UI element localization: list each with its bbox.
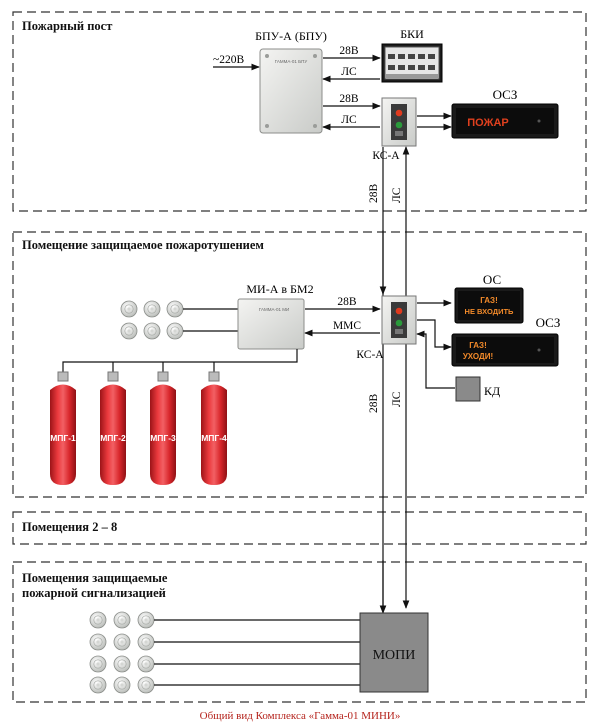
zone-rooms-2-8 (12, 511, 587, 545)
trunk-label-28v-mid: 28В (368, 394, 380, 414)
ks-a-top (381, 97, 417, 147)
bpu-label: БПУ-А (БПУ) (255, 29, 327, 43)
line-label-mms: ММС (333, 320, 361, 332)
cylinder-2: МПГ-2 (100, 371, 126, 485)
svg-text:ЛС: ЛС (341, 114, 357, 126)
zone-title-alarm-line1: Помещения защищаемые (22, 571, 168, 585)
cylinder-label: МПГ-1 (50, 433, 76, 443)
osz-room-line1: ГАЗ! (469, 341, 486, 350)
osz-sign-text: ПОЖАР (467, 117, 509, 129)
mi-a-unit: ГАММА-01 МИ (237, 298, 305, 350)
osz-room-line2: УХОДИ! (463, 352, 493, 361)
svg-text:28В: 28В (337, 296, 357, 308)
zone-fire-post (12, 11, 587, 212)
trunk-label-ls-top: ЛС (391, 187, 403, 203)
cylinder-label: МПГ-2 (100, 433, 126, 443)
figure-caption: Общий вид Комплекса «Гамма-01 МИНИ» (199, 710, 401, 722)
osz-room-label: ОСЗ (536, 315, 561, 330)
bpu-plate: ГАММА-01 БПУ (275, 59, 308, 64)
kd-box (455, 376, 481, 402)
bpu-unit: ГАММА-01 БПУ (259, 48, 323, 134)
cylinder-1: МПГ-1 (50, 371, 76, 485)
ks-a-room (381, 295, 417, 345)
trunk-label-ls-mid: ЛС (391, 391, 403, 407)
svg-text:28В: 28В (339, 93, 359, 105)
detectors-extinguishing-room (120, 300, 184, 340)
kd-label: КД (484, 384, 500, 398)
zone-title-fire-post: Пожарный пост (22, 19, 113, 33)
os-sign-line2: НЕ ВХОДИТЬ (465, 307, 514, 316)
os-label: ОС (483, 272, 501, 287)
os-sign-line1: ГАЗ! (480, 296, 497, 305)
bki-panel (381, 43, 443, 83)
mopi-box (359, 612, 429, 693)
mains-label: ~220В (213, 54, 244, 66)
detectors-alarm-rooms (89, 611, 155, 694)
trunk-label-28v-top: 28В (368, 184, 380, 204)
line-label-28v: 28В (339, 45, 359, 57)
ks-a-top-label: КС-А (372, 150, 400, 162)
osz-sign-top: ПОЖАР (451, 103, 559, 139)
bki-label: БКИ (400, 27, 424, 41)
mi-a-label: МИ-А в БМ2 (246, 282, 313, 296)
line-label-ls: ЛС (341, 66, 357, 78)
osz-top-label: ОСЗ (493, 87, 518, 102)
ks-a-room-label: КС-А (356, 349, 384, 361)
zone-title-alarm-line2: пожарной сигнализацией (22, 586, 166, 600)
os-sign: ГАЗ! НЕ ВХОДИТЬ (454, 287, 524, 324)
cylinder-3: МПГ-3 (150, 371, 176, 485)
cylinder-label: МПГ-4 (201, 433, 227, 443)
zone-title-rooms-2-8: Помещения 2 – 8 (22, 520, 118, 534)
zone-title-extinguishing: Помещение защищаемое пожаротушением (22, 238, 264, 252)
mopi-label: МОПИ (373, 648, 416, 663)
zone-extinguishing-room (12, 231, 587, 498)
zone-alarm-rooms (12, 561, 587, 703)
cylinder-4: МПГ-4 (201, 371, 227, 485)
osz-sign-room: ГАЗ! УХОДИ! (451, 333, 559, 367)
mi-plate: ГАММА-01 МИ (259, 307, 289, 312)
cylinder-label: МПГ-3 (150, 433, 176, 443)
